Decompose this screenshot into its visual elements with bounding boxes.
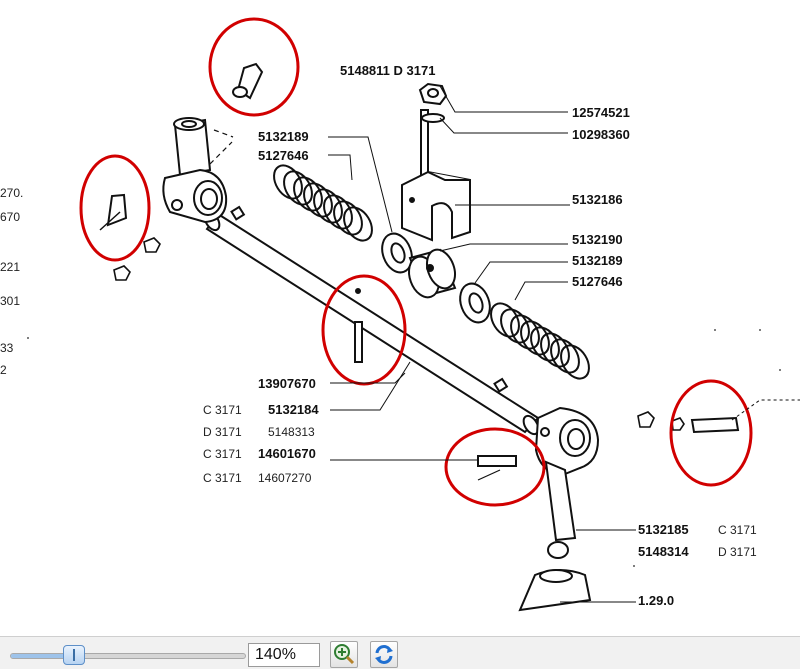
spring-right (490, 302, 590, 380)
exploded-parts-diagram (27, 17, 800, 612)
label-5132185: 5132185 (638, 522, 689, 537)
circled-pin-right (669, 379, 753, 487)
shaft-support-bracket (401, 109, 471, 242)
nut-and-washer (418, 82, 448, 123)
label-c3171-a: C 3171 (203, 403, 242, 417)
clipped-label: 301 (0, 294, 21, 308)
small-nuts (113, 237, 161, 281)
label-5127646-upper: 5127646 (258, 148, 309, 163)
washer-upper (381, 232, 413, 274)
label-14607270: 14607270 (258, 471, 312, 485)
leader-lines (328, 85, 800, 603)
label-12574521: 12574521 (572, 105, 630, 120)
clipped-label: 33 (0, 341, 14, 355)
circled-shaft-pin (444, 427, 546, 507)
label-header-code: 5148811 D 3171 (340, 63, 436, 78)
label-5132189-upper: 5132189 (258, 129, 309, 144)
zoom-slider-thumb[interactable] (62, 645, 85, 665)
speckle-marks (27, 329, 781, 567)
clipped-label: 221 (0, 260, 21, 274)
zoom-in-button[interactable] (330, 641, 358, 668)
clipped-label: 270. (0, 186, 24, 200)
spacer-tube (408, 248, 457, 299)
label-1290: 1.29.0 (638, 593, 675, 608)
circled-roll-pin (321, 274, 407, 386)
label-5148313: 5148313 (268, 425, 315, 439)
zoom-level-field[interactable]: 140% (248, 643, 320, 667)
spring-left (273, 164, 373, 242)
rocker-shaft (203, 205, 540, 436)
circled-plug-top (208, 17, 300, 117)
viewer-toolbar: 140% (0, 636, 800, 669)
zoom-slider[interactable] (10, 653, 246, 659)
label-5127646-lower: 5127646 (572, 274, 623, 289)
zoom-slider-fill (11, 654, 75, 658)
clipped-label: 670 (0, 210, 21, 224)
label-c3171-d: C 3171 (718, 523, 757, 537)
label-5132184: 5132184 (268, 402, 319, 417)
label-5132186: 5132186 (572, 192, 623, 207)
circled-plug-left (79, 154, 151, 262)
label-5148314: 5148314 (638, 544, 689, 559)
label-c3171-b: C 3171 (203, 447, 242, 461)
washer-lower (459, 282, 491, 324)
right-rocker-arm (518, 406, 600, 612)
label-d3171-b: D 3171 (718, 545, 757, 559)
small-nut-right (637, 411, 685, 431)
document-viewer[interactable]: 5148811 D 3171 12574521 10298360 5132189… (0, 0, 800, 636)
label-d3171-a: D 3171 (203, 425, 242, 439)
clipped-label: 2 (0, 363, 7, 377)
label-14601670: 14601670 (258, 446, 316, 461)
label-c3171-c: C 3171 (203, 471, 242, 485)
zoom-in-magnifier-icon (334, 644, 355, 665)
label-13907670: 13907670 (258, 376, 316, 391)
left-rocker-arm (162, 117, 228, 224)
refresh-icon (375, 645, 393, 664)
refresh-button[interactable] (370, 641, 398, 668)
label-10298360: 10298360 (572, 127, 630, 142)
label-5132190: 5132190 (572, 232, 623, 247)
label-5132189-lower: 5132189 (572, 253, 623, 268)
